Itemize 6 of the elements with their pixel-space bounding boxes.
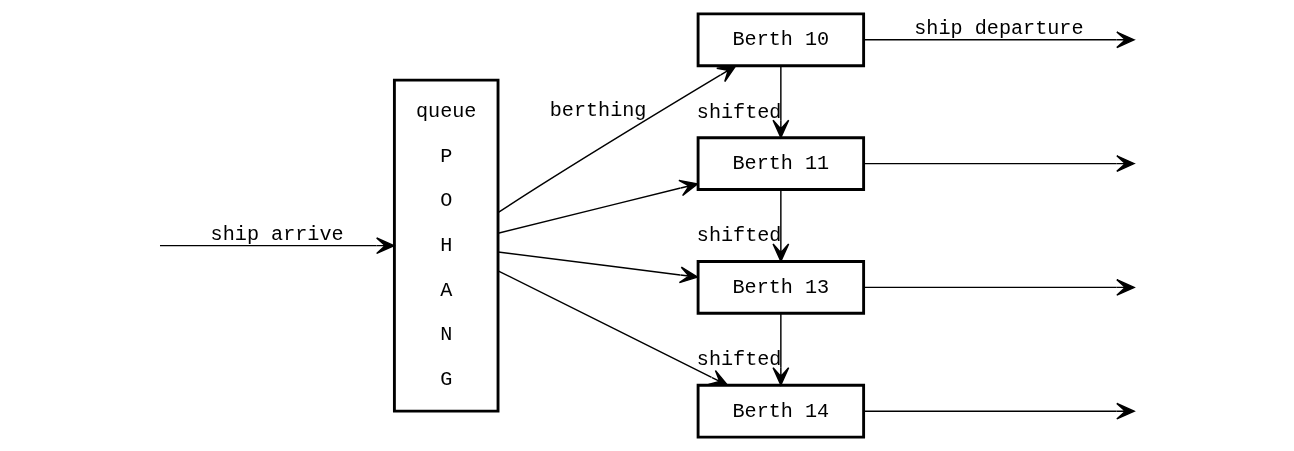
edge-label: ship arrive bbox=[210, 223, 344, 247]
edge-label: shifted bbox=[696, 348, 782, 372]
edge-label: shifted bbox=[696, 100, 782, 124]
edge-label: ship departure bbox=[914, 17, 1084, 41]
edge-label: berthing bbox=[549, 99, 647, 123]
edge-label: shifted bbox=[696, 224, 782, 248]
